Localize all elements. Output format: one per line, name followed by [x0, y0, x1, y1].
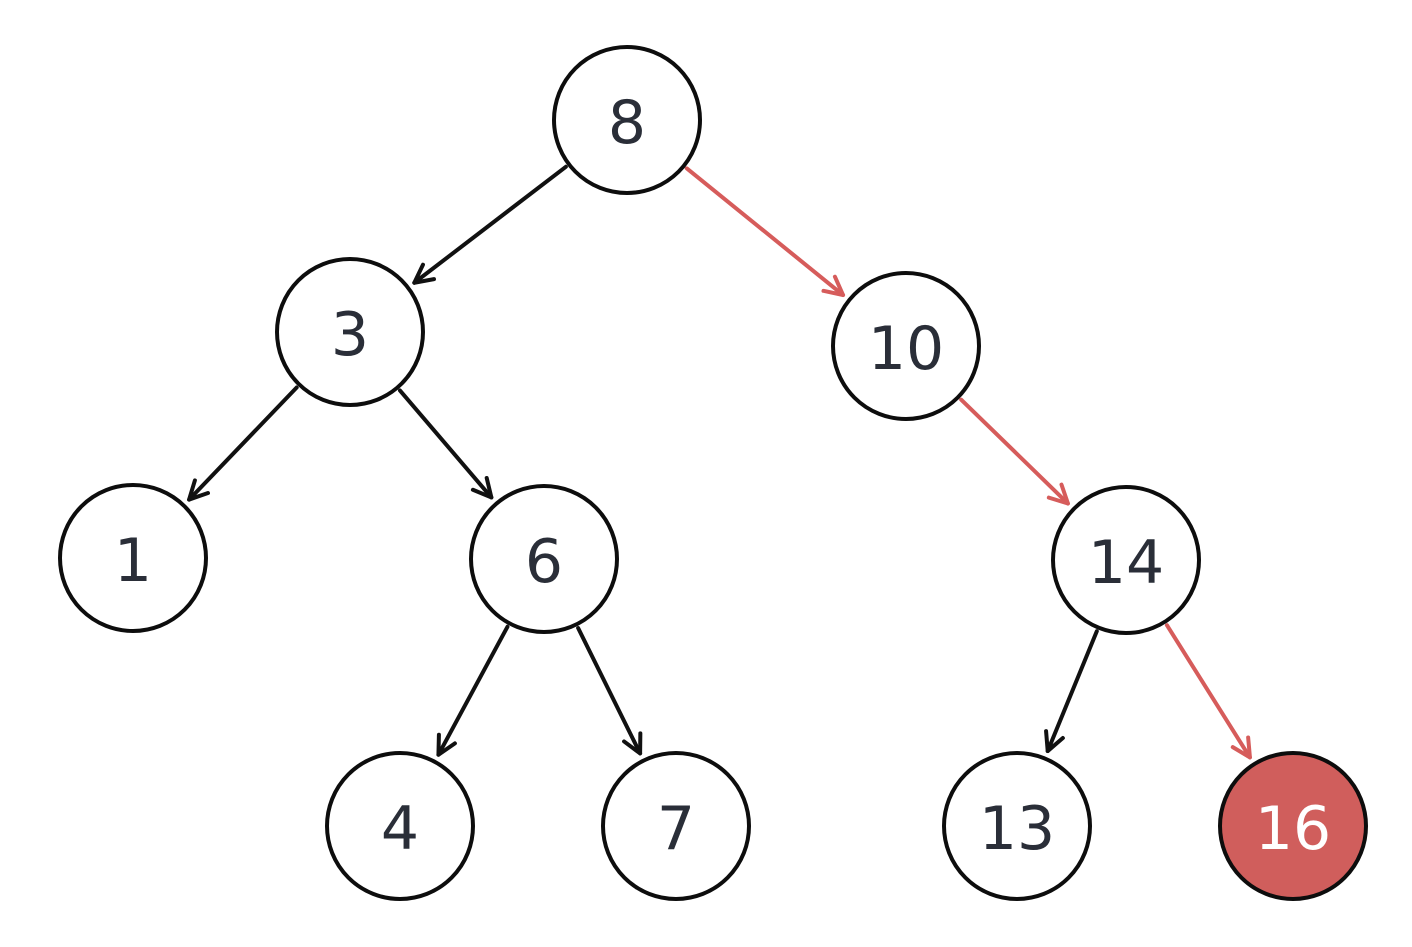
tree-node-4: 4 — [325, 751, 475, 901]
node-circle-10 — [831, 271, 981, 421]
edge-line — [187, 385, 299, 502]
arrowhead-icon — [436, 732, 457, 757]
node-circle-14 — [1051, 485, 1201, 635]
edge-6-to-7 — [576, 626, 643, 756]
tree-node-7: 7 — [601, 751, 751, 901]
tree-node-13: 13 — [942, 751, 1092, 901]
node-value-1: 1 — [114, 526, 152, 596]
edge-3-to-1 — [187, 385, 299, 502]
arrowhead-icon — [821, 274, 846, 298]
tree-node-3: 3 — [275, 257, 425, 407]
arrowhead-icon — [187, 478, 210, 502]
node-value-14: 14 — [1088, 528, 1164, 598]
edge-3-to-6 — [398, 388, 494, 500]
node-circle-4 — [325, 751, 475, 901]
arrowhead-icon — [1044, 729, 1065, 754]
edge-line — [684, 166, 846, 298]
edge-line — [412, 164, 568, 285]
tree-node-14: 14 — [1051, 485, 1201, 635]
tree-node-6: 6 — [469, 484, 619, 634]
node-circle-7 — [601, 751, 751, 901]
node-value-8: 8 — [608, 88, 646, 158]
edge-6-to-4 — [436, 624, 510, 757]
edge-line — [576, 626, 643, 756]
node-circle-8 — [552, 45, 702, 195]
arrowhead-icon — [622, 731, 643, 756]
node-value-4: 4 — [381, 794, 419, 864]
tree-node-10: 10 — [831, 271, 981, 421]
node-value-3: 3 — [331, 300, 369, 370]
node-circle-13 — [942, 751, 1092, 901]
arrowhead-icon — [470, 475, 494, 500]
node-value-13: 13 — [979, 794, 1055, 864]
edge-14-to-16 — [1164, 623, 1252, 760]
node-value-10: 10 — [868, 314, 944, 384]
edge-10-to-14 — [959, 397, 1070, 506]
node-value-6: 6 — [525, 527, 563, 597]
edge-8-to-3 — [412, 164, 568, 285]
node-circle-1 — [58, 483, 208, 633]
node-value-16: 16 — [1255, 794, 1331, 864]
tree-node-1: 1 — [58, 483, 208, 633]
edge-line — [1164, 623, 1252, 760]
node-value-7: 7 — [657, 794, 695, 864]
arrowhead-icon — [1046, 482, 1070, 506]
arrowhead-icon — [412, 262, 436, 285]
node-circle-16 — [1218, 751, 1368, 901]
node-circle-6 — [469, 484, 619, 634]
edge-line — [959, 397, 1070, 506]
edge-line — [436, 624, 510, 757]
node-circle-3 — [275, 257, 425, 407]
arrowhead-icon — [1230, 735, 1252, 760]
edge-14-to-13 — [1044, 629, 1099, 754]
tree-node-16: 16 — [1218, 751, 1368, 901]
edge-8-to-10 — [684, 166, 846, 298]
edge-line — [398, 388, 494, 500]
tree-node-8: 8 — [552, 45, 702, 195]
edge-line — [1045, 629, 1099, 754]
